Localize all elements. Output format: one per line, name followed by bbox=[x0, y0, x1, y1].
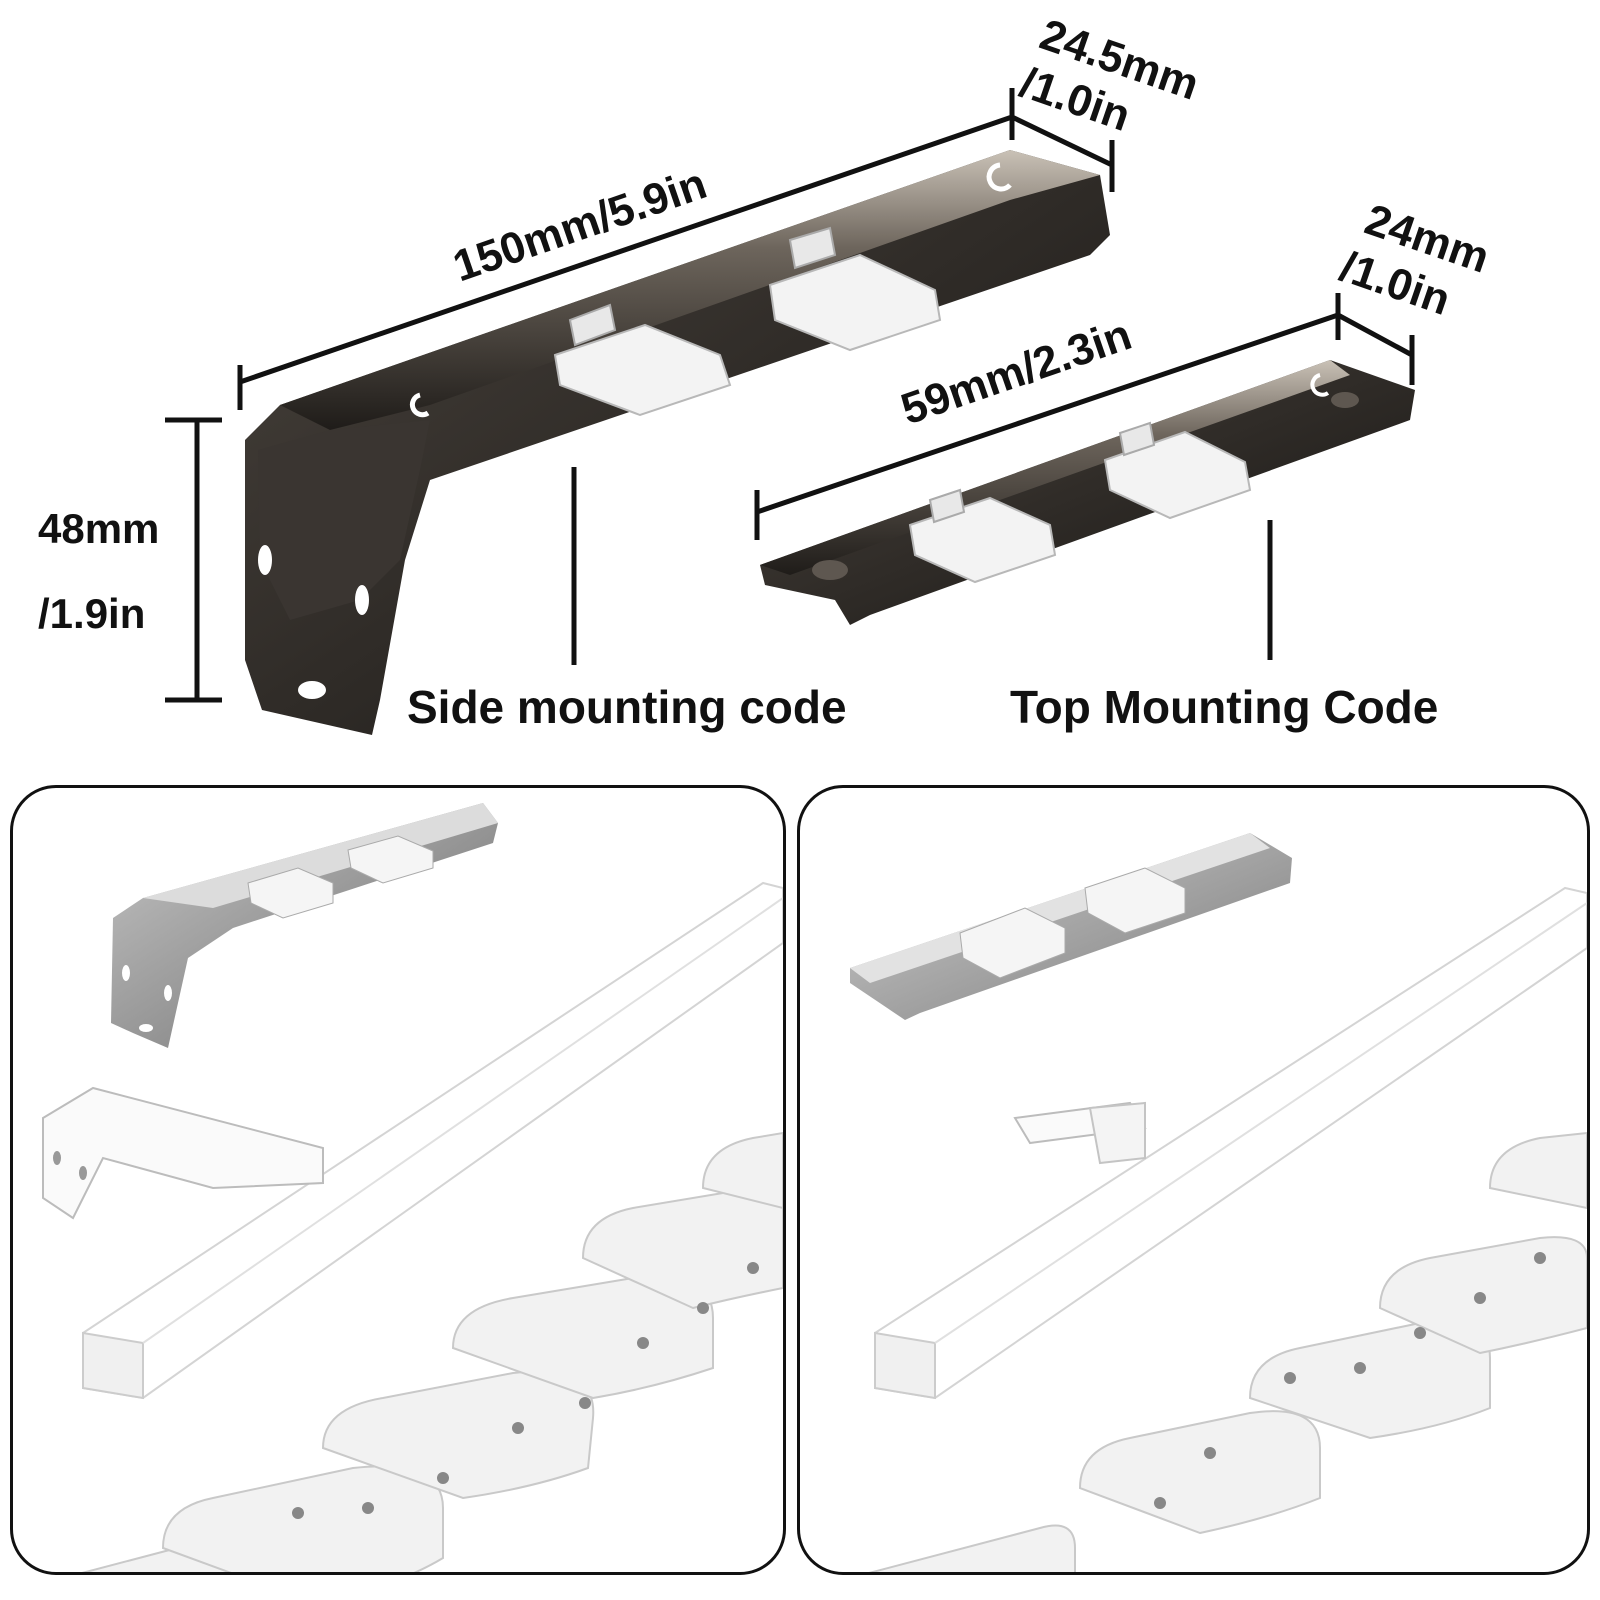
side-mounting-label: Side mounting code bbox=[407, 681, 847, 733]
side-mount-scene bbox=[42, 803, 783, 1572]
curtain-rail bbox=[82, 881, 783, 1400]
top-bracket-gray bbox=[850, 833, 1292, 1020]
side-bracket-gray bbox=[111, 803, 498, 1048]
top-mount-panel bbox=[797, 785, 1590, 1575]
top-clip-right bbox=[1103, 421, 1252, 520]
dimension-lines bbox=[165, 88, 1415, 703]
top-mounting-label: Top Mounting Code bbox=[1010, 681, 1439, 733]
rail-side-bracket bbox=[42, 1086, 324, 1220]
top-mount-scene bbox=[850, 833, 1587, 1572]
bracket-illustration bbox=[165, 88, 1415, 735]
gliders-top bbox=[1154, 1252, 1546, 1509]
height-label-1: 48mm bbox=[38, 505, 160, 552]
side-mount-bracket bbox=[245, 150, 1110, 735]
rail-top-clip bbox=[1013, 1101, 1147, 1165]
side-mount-panel bbox=[10, 785, 786, 1575]
top-mount-bracket bbox=[760, 360, 1415, 625]
curtain-rail-top bbox=[874, 886, 1587, 1400]
top-clip-left bbox=[908, 488, 1057, 584]
gliders bbox=[292, 1262, 759, 1519]
side-clip-right bbox=[768, 226, 942, 352]
side-clip-left bbox=[553, 303, 732, 417]
height-label-2: /1.9in bbox=[38, 590, 146, 637]
curtain-tape bbox=[81, 1131, 783, 1572]
